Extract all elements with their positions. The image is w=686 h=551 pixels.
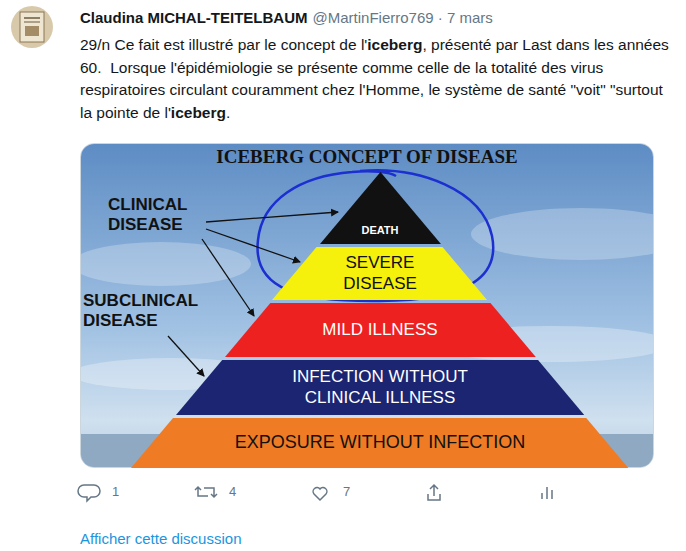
band-fill <box>272 247 487 300</box>
group-label: CLINICAL DISEASE <box>108 195 208 235</box>
pyramid-band: INFECTION WITHOUT CLINICAL ILLNESS <box>176 360 584 415</box>
bold-keyword: iceberg <box>367 36 422 53</box>
band-fill <box>320 172 441 244</box>
band-fill <box>131 418 628 468</box>
leader-arrow <box>202 239 254 316</box>
action-count: 7 <box>343 484 350 499</box>
action-count: 1 <box>112 484 119 499</box>
bold-keyword: iceberg <box>171 104 226 121</box>
author-name: Claudina MICHAL-TEITELBAUM <box>80 9 307 26</box>
author-handle: @MartinFierro769 · 7 mars <box>312 9 492 26</box>
image-title: ICEBERG CONCEPT OF DISEASE <box>80 147 654 166</box>
pyramid-band: EXPOSURE WITHOUT INFECTION <box>131 418 628 468</box>
avatar <box>11 6 53 48</box>
band-label: INFECTION WITHOUT CLINICAL ILLNESS <box>272 367 487 408</box>
pyramid-band: SEVERE DISEASE <box>272 247 487 300</box>
group-label: SUBCLINICAL DISEASE <box>83 291 208 331</box>
leader-arrow <box>206 212 338 222</box>
tweet-header: Claudina MICHAL-TEITELBAUM @MartinFierro7… <box>80 9 670 26</box>
hand-drawn-circle <box>257 170 493 301</box>
tweet-segment: . <box>226 104 230 121</box>
pyramid-band: MILD ILLNESS <box>225 303 536 357</box>
band-label: EXPOSURE WITHOUT INFECTION <box>235 432 526 454</box>
tweet-text: 29/n Ce fait est illustré par le concept… <box>80 34 672 124</box>
band-label: SEVERE DISEASE <box>324 253 436 294</box>
band-fill <box>225 303 536 357</box>
tweet-segment: 29/n Ce fait est illustré par le concept… <box>80 36 367 53</box>
leader-arrow <box>168 336 204 376</box>
leader-arrow <box>206 229 300 262</box>
thread-link: Afficher cette discussion <box>80 530 241 547</box>
action-count: 4 <box>229 484 236 499</box>
band-label: DEATH <box>361 224 398 237</box>
band-label: MILD ILLNESS <box>322 320 437 340</box>
band-fill <box>176 360 584 415</box>
action-icons <box>78 485 552 501</box>
apex-triangle: DEATH <box>320 172 441 244</box>
